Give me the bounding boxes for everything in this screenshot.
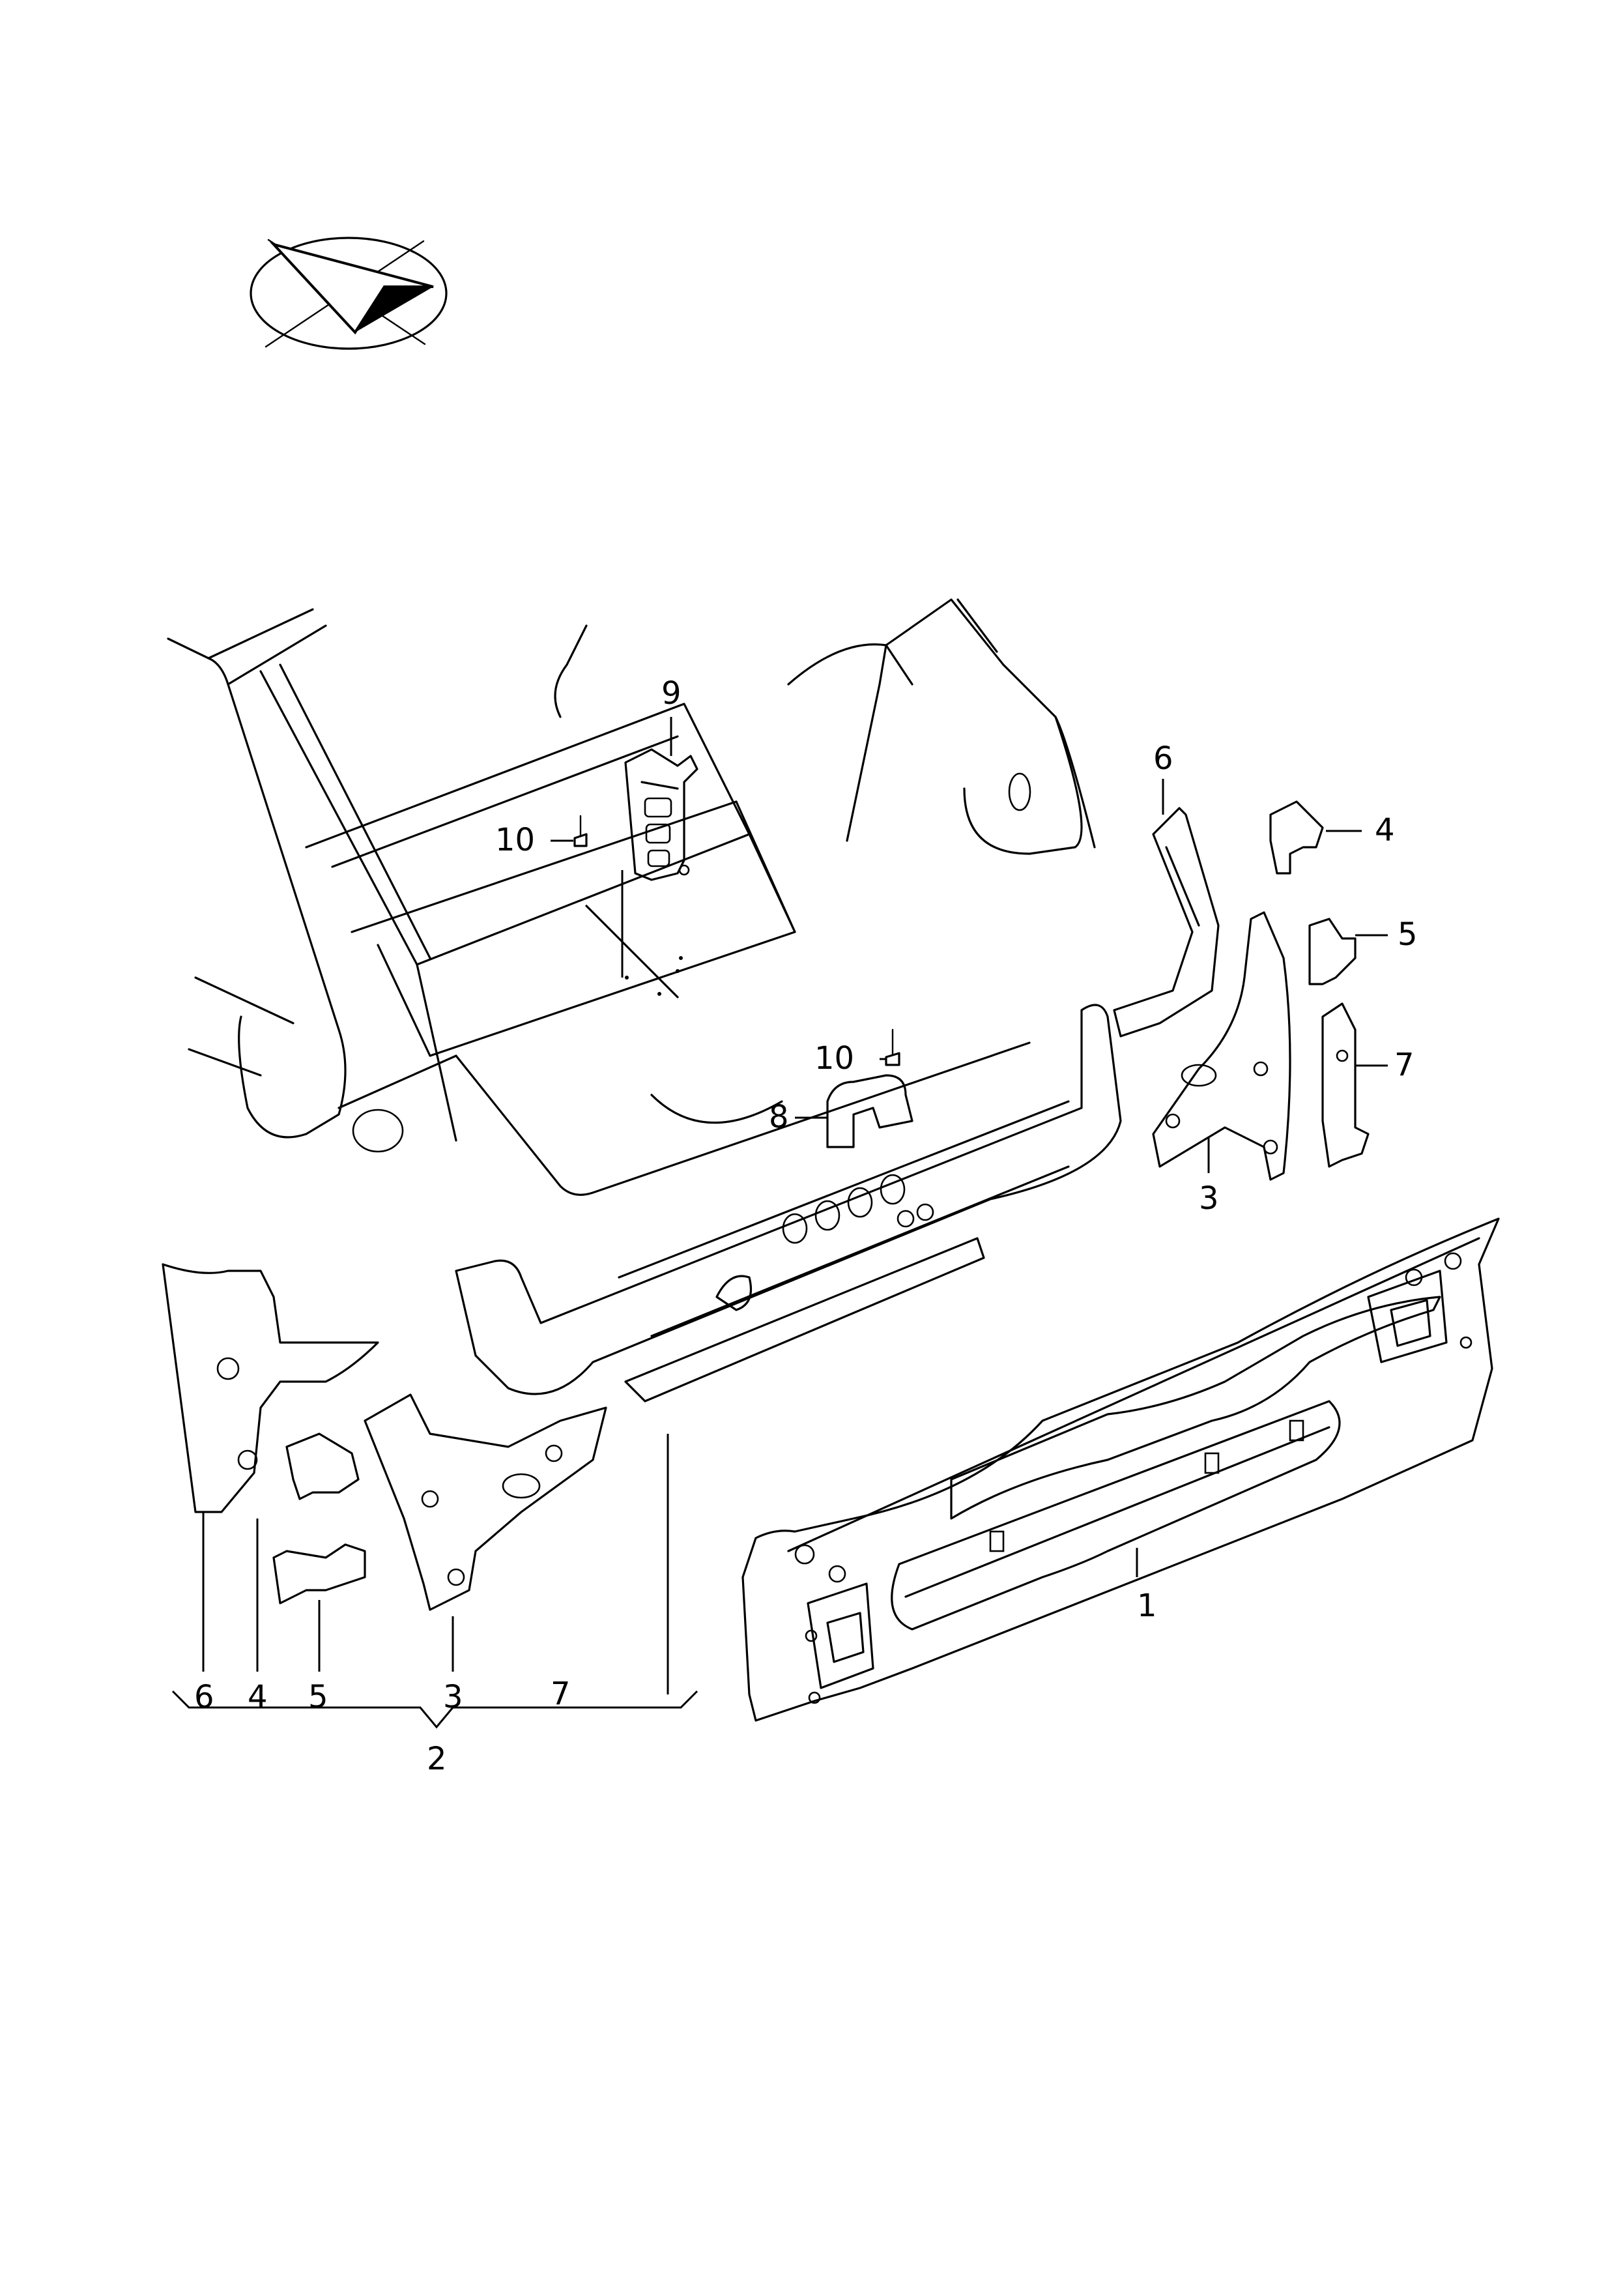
part-4-right — [1269, 800, 1324, 875]
vehicle-rear-floor — [167, 598, 1096, 1196]
part-6-left — [162, 1263, 379, 1513]
leader-lines — [171, 717, 1388, 1729]
part-8-bracket — [826, 1074, 913, 1148]
callout-10-lower: 10 — [814, 1040, 854, 1077]
callout-8: 8 — [769, 1099, 789, 1135]
callout-6-right: 6 — [1153, 740, 1173, 777]
callout-4-left: 4 — [248, 1679, 268, 1715]
callout-5-left: 5 — [308, 1679, 328, 1715]
part-3-right — [1152, 911, 1291, 1181]
callout-10-upper: 10 — [495, 822, 535, 858]
callout-7-right: 7 — [1394, 1047, 1415, 1083]
part-9-bracket — [624, 748, 698, 881]
rear-cross-member — [455, 1004, 1122, 1402]
part-4-left — [285, 1432, 360, 1500]
direction-arrow-icon — [250, 237, 448, 350]
callout-7-left: 7 — [551, 1676, 571, 1712]
callout-labels: 1 2 3 3 4 4 5 5 6 6 7 7 8 9 10 10 — [194, 675, 1418, 1777]
callout-3-left: 3 — [443, 1679, 463, 1715]
callout-3-right: 3 — [1199, 1180, 1219, 1217]
part-10-bolt-lower — [885, 1028, 900, 1066]
callout-6-left: 6 — [194, 1679, 214, 1715]
callout-1: 1 — [1137, 1588, 1157, 1624]
callout-4-right: 4 — [1375, 812, 1395, 849]
callout-9: 9 — [661, 675, 682, 712]
part-7-right — [1321, 1002, 1370, 1168]
part-1-rear-panel — [741, 1217, 1500, 1722]
part-5-left — [272, 1543, 366, 1605]
part-5-right — [1308, 918, 1357, 985]
part-3-left — [364, 1393, 607, 1611]
callout-5-right: 5 — [1398, 916, 1418, 953]
callout-2: 2 — [427, 1741, 447, 1777]
part-10-bolt-upper — [573, 815, 588, 847]
part-6-right — [1113, 807, 1220, 1038]
